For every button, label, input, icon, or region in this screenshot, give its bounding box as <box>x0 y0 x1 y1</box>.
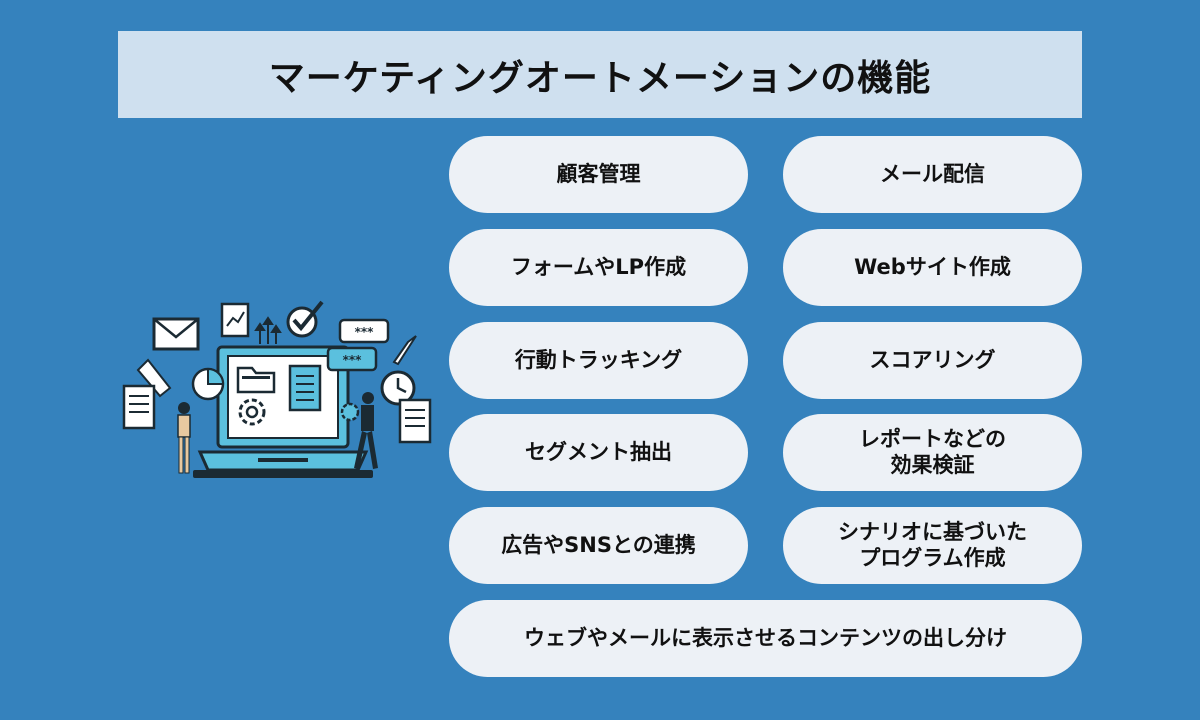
chat-bubble-icon: *** *** <box>326 318 390 372</box>
clock-icon <box>380 370 416 406</box>
upward-arrows-icon <box>254 316 282 344</box>
feature-scenario-program: シナリオに基づいた プログラム作成 <box>783 507 1082 584</box>
page-title: マーケティングオートメーションの機能 <box>268 57 932 99</box>
document-chart-icon <box>220 302 250 338</box>
document-icon <box>398 398 432 444</box>
folder-icon <box>236 366 276 394</box>
gear-icon <box>238 398 266 426</box>
person-icon <box>340 392 378 469</box>
marketing-illustration: *** *** <box>122 300 432 478</box>
checkmark-badge-icon <box>286 300 324 338</box>
pie-chart-icon <box>191 367 225 401</box>
envelope-icon <box>152 317 200 351</box>
feature-customer-management: 顧客管理 <box>449 136 748 213</box>
feature-report-verification: レポートなどの 効果検証 <box>783 414 1082 491</box>
feature-behavior-tracking: 行動トラッキング <box>449 322 748 399</box>
person-icon <box>177 402 191 474</box>
feature-ad-sns-integration: 広告やSNSとの連携 <box>449 507 748 584</box>
document-icon <box>122 384 156 430</box>
feature-scoring: スコアリング <box>783 322 1082 399</box>
feature-content-personalization: ウェブやメールに表示させるコンテンツの出し分け <box>449 600 1082 677</box>
feature-segment-extraction: セグメント抽出 <box>449 414 748 491</box>
document-icon <box>288 364 322 412</box>
bubble-text: *** <box>343 353 363 367</box>
bubble-text: *** <box>355 325 375 339</box>
feature-email-delivery: メール配信 <box>783 136 1082 213</box>
title-banner: マーケティングオートメーションの機能 <box>118 31 1082 118</box>
feature-form-lp-creation: フォームやLP作成 <box>449 229 748 306</box>
feature-website-creation: Webサイト作成 <box>783 229 1082 306</box>
